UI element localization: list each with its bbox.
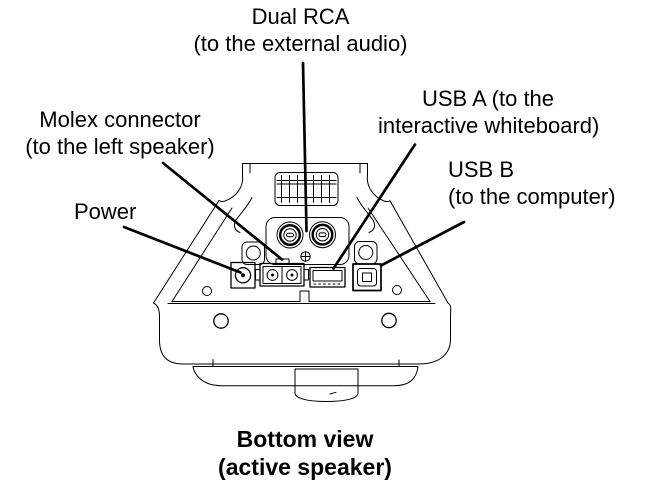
label-line: (to the external audio): [193, 31, 408, 56]
caption-line: (active speaker): [218, 454, 392, 480]
rca-jack-right: [309, 221, 336, 249]
power-jack: [230, 261, 256, 289]
leader-line-usb-b: [379, 220, 466, 267]
label-line: USB A (to the: [421, 86, 555, 111]
label-line: (to the computer): [448, 184, 616, 209]
label-usb-b: USB B (to the computer): [448, 156, 616, 210]
base-screw-hole-right: [381, 312, 397, 329]
inner-screw-hole-right: [392, 285, 402, 295]
usb-a-port: [309, 266, 346, 288]
usb-b-port: [352, 263, 382, 292]
label-molex: Molex connector (to the left speaker): [5, 106, 235, 160]
label-line: Molex connector: [39, 107, 201, 132]
mounting-bracket-right: [354, 241, 378, 265]
rca-jack-left: [276, 221, 304, 249]
label-dual-rca: Dual RCA (to the external audio): [180, 3, 421, 57]
label-line: Power: [74, 199, 137, 224]
label-line: (to the left speaker): [25, 134, 215, 159]
label-line: interactive whiteboard): [378, 113, 600, 138]
speaker-base: [153, 302, 452, 365]
leader-line-dual-rca: [301, 61, 308, 233]
screw: [300, 251, 311, 262]
bottom-notch: [299, 290, 310, 302]
mounting-bracket-left: [241, 241, 265, 265]
inner-screw-hole-left: [202, 286, 212, 296]
label-line: USB B: [448, 157, 515, 182]
base-screw-hole-left: [213, 313, 229, 329]
leader-line-power: [122, 225, 242, 274]
label-usb-a: USB A (to the interactive whiteboard): [378, 85, 600, 139]
molex-connector: [255, 258, 309, 287]
leader-line-molex: [161, 161, 284, 261]
stand-mount: [294, 368, 359, 402]
caption: Bottom view (active speaker): [175, 425, 435, 481]
speaker-body: [153, 200, 449, 304]
label-power: Power: [74, 198, 136, 225]
speaker-foot: [192, 359, 419, 387]
caption-line: Bottom view: [236, 426, 374, 452]
leader-line-usb-a: [332, 143, 417, 270]
label-line: Dual RCA: [251, 4, 350, 29]
